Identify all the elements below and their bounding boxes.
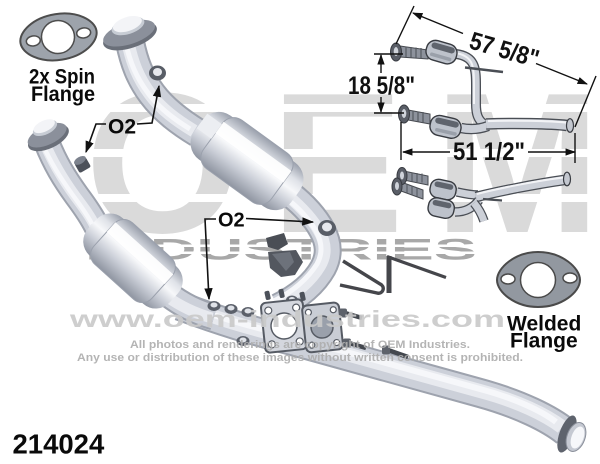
svg-text:All photos and renderings are: All photos and renderings are copyright … (130, 339, 470, 351)
svg-text:Flange: Flange (510, 330, 578, 353)
svg-text:214024: 214024 (13, 429, 105, 460)
svg-text:18 5/8": 18 5/8" (348, 72, 415, 100)
svg-text:Any use or distribution of the: Any use or distribution of these images … (77, 352, 523, 364)
svg-text:Flange: Flange (31, 83, 95, 106)
svg-text:O2: O2 (218, 210, 245, 232)
svg-text:OEM: OEM (85, 52, 600, 275)
svg-text:O2: O2 (108, 116, 136, 139)
svg-text:www.oem-industries.com: www.oem-industries.com (68, 306, 505, 332)
svg-text:2x Spin: 2x Spin (29, 66, 95, 89)
svg-text:51 1/2": 51 1/2" (453, 138, 525, 166)
svg-text:Welded: Welded (507, 313, 581, 336)
